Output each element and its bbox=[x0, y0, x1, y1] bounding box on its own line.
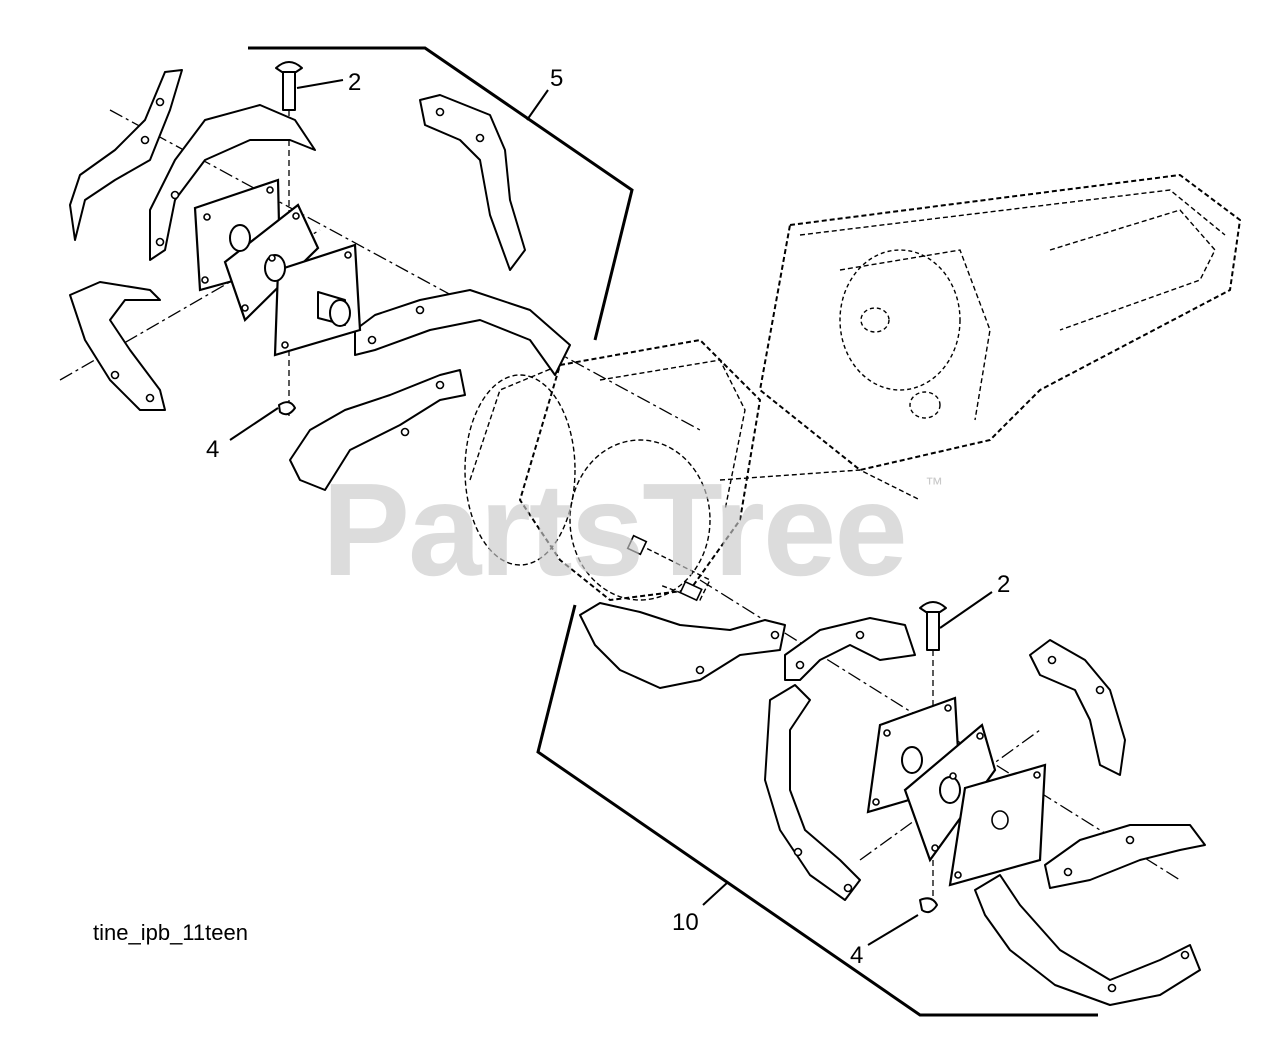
tine bbox=[784, 617, 916, 681]
hair-clip bbox=[919, 897, 938, 914]
leader-assembly-top bbox=[526, 89, 549, 121]
tine bbox=[1044, 824, 1206, 889]
leader-pin-top bbox=[296, 79, 344, 89]
tine-assembly-lower bbox=[579, 601, 1206, 1006]
callout-tine-assembly-top: 5 bbox=[550, 65, 563, 92]
tine bbox=[419, 94, 526, 271]
diagram-caption: tine_ipb_11teen bbox=[93, 920, 248, 945]
tine bbox=[149, 104, 316, 261]
clevis-pin bbox=[275, 61, 303, 111]
tine bbox=[289, 369, 466, 491]
leader-clip-top bbox=[229, 407, 279, 441]
callout-pin-top: 2 bbox=[348, 69, 361, 96]
watermark-trademark: ™ bbox=[925, 474, 943, 494]
leader-assembly-bottom bbox=[702, 881, 729, 906]
hair-clip bbox=[278, 401, 296, 416]
tine-assembly-upper bbox=[69, 61, 571, 491]
tine bbox=[974, 874, 1201, 1006]
assembly-bracket-lower bbox=[536, 604, 1098, 1017]
tine bbox=[764, 684, 861, 901]
tine bbox=[354, 289, 571, 376]
tine bbox=[579, 602, 786, 689]
clevis-pin bbox=[919, 601, 947, 651]
callout-pin-bottom: 2 bbox=[997, 571, 1010, 598]
leader-pin-bottom bbox=[939, 591, 993, 629]
tine bbox=[1029, 639, 1126, 776]
watermark: PartsTree bbox=[322, 456, 906, 603]
callout-clip-bottom: 4 bbox=[850, 942, 863, 969]
callout-clip-top: 4 bbox=[206, 436, 219, 463]
callout-tine-assembly-bottom: 10 bbox=[672, 909, 699, 936]
tine bbox=[69, 69, 183, 241]
transmission-housing bbox=[464, 174, 1241, 602]
leader-clip-bottom bbox=[867, 914, 919, 946]
tine bbox=[69, 281, 166, 411]
